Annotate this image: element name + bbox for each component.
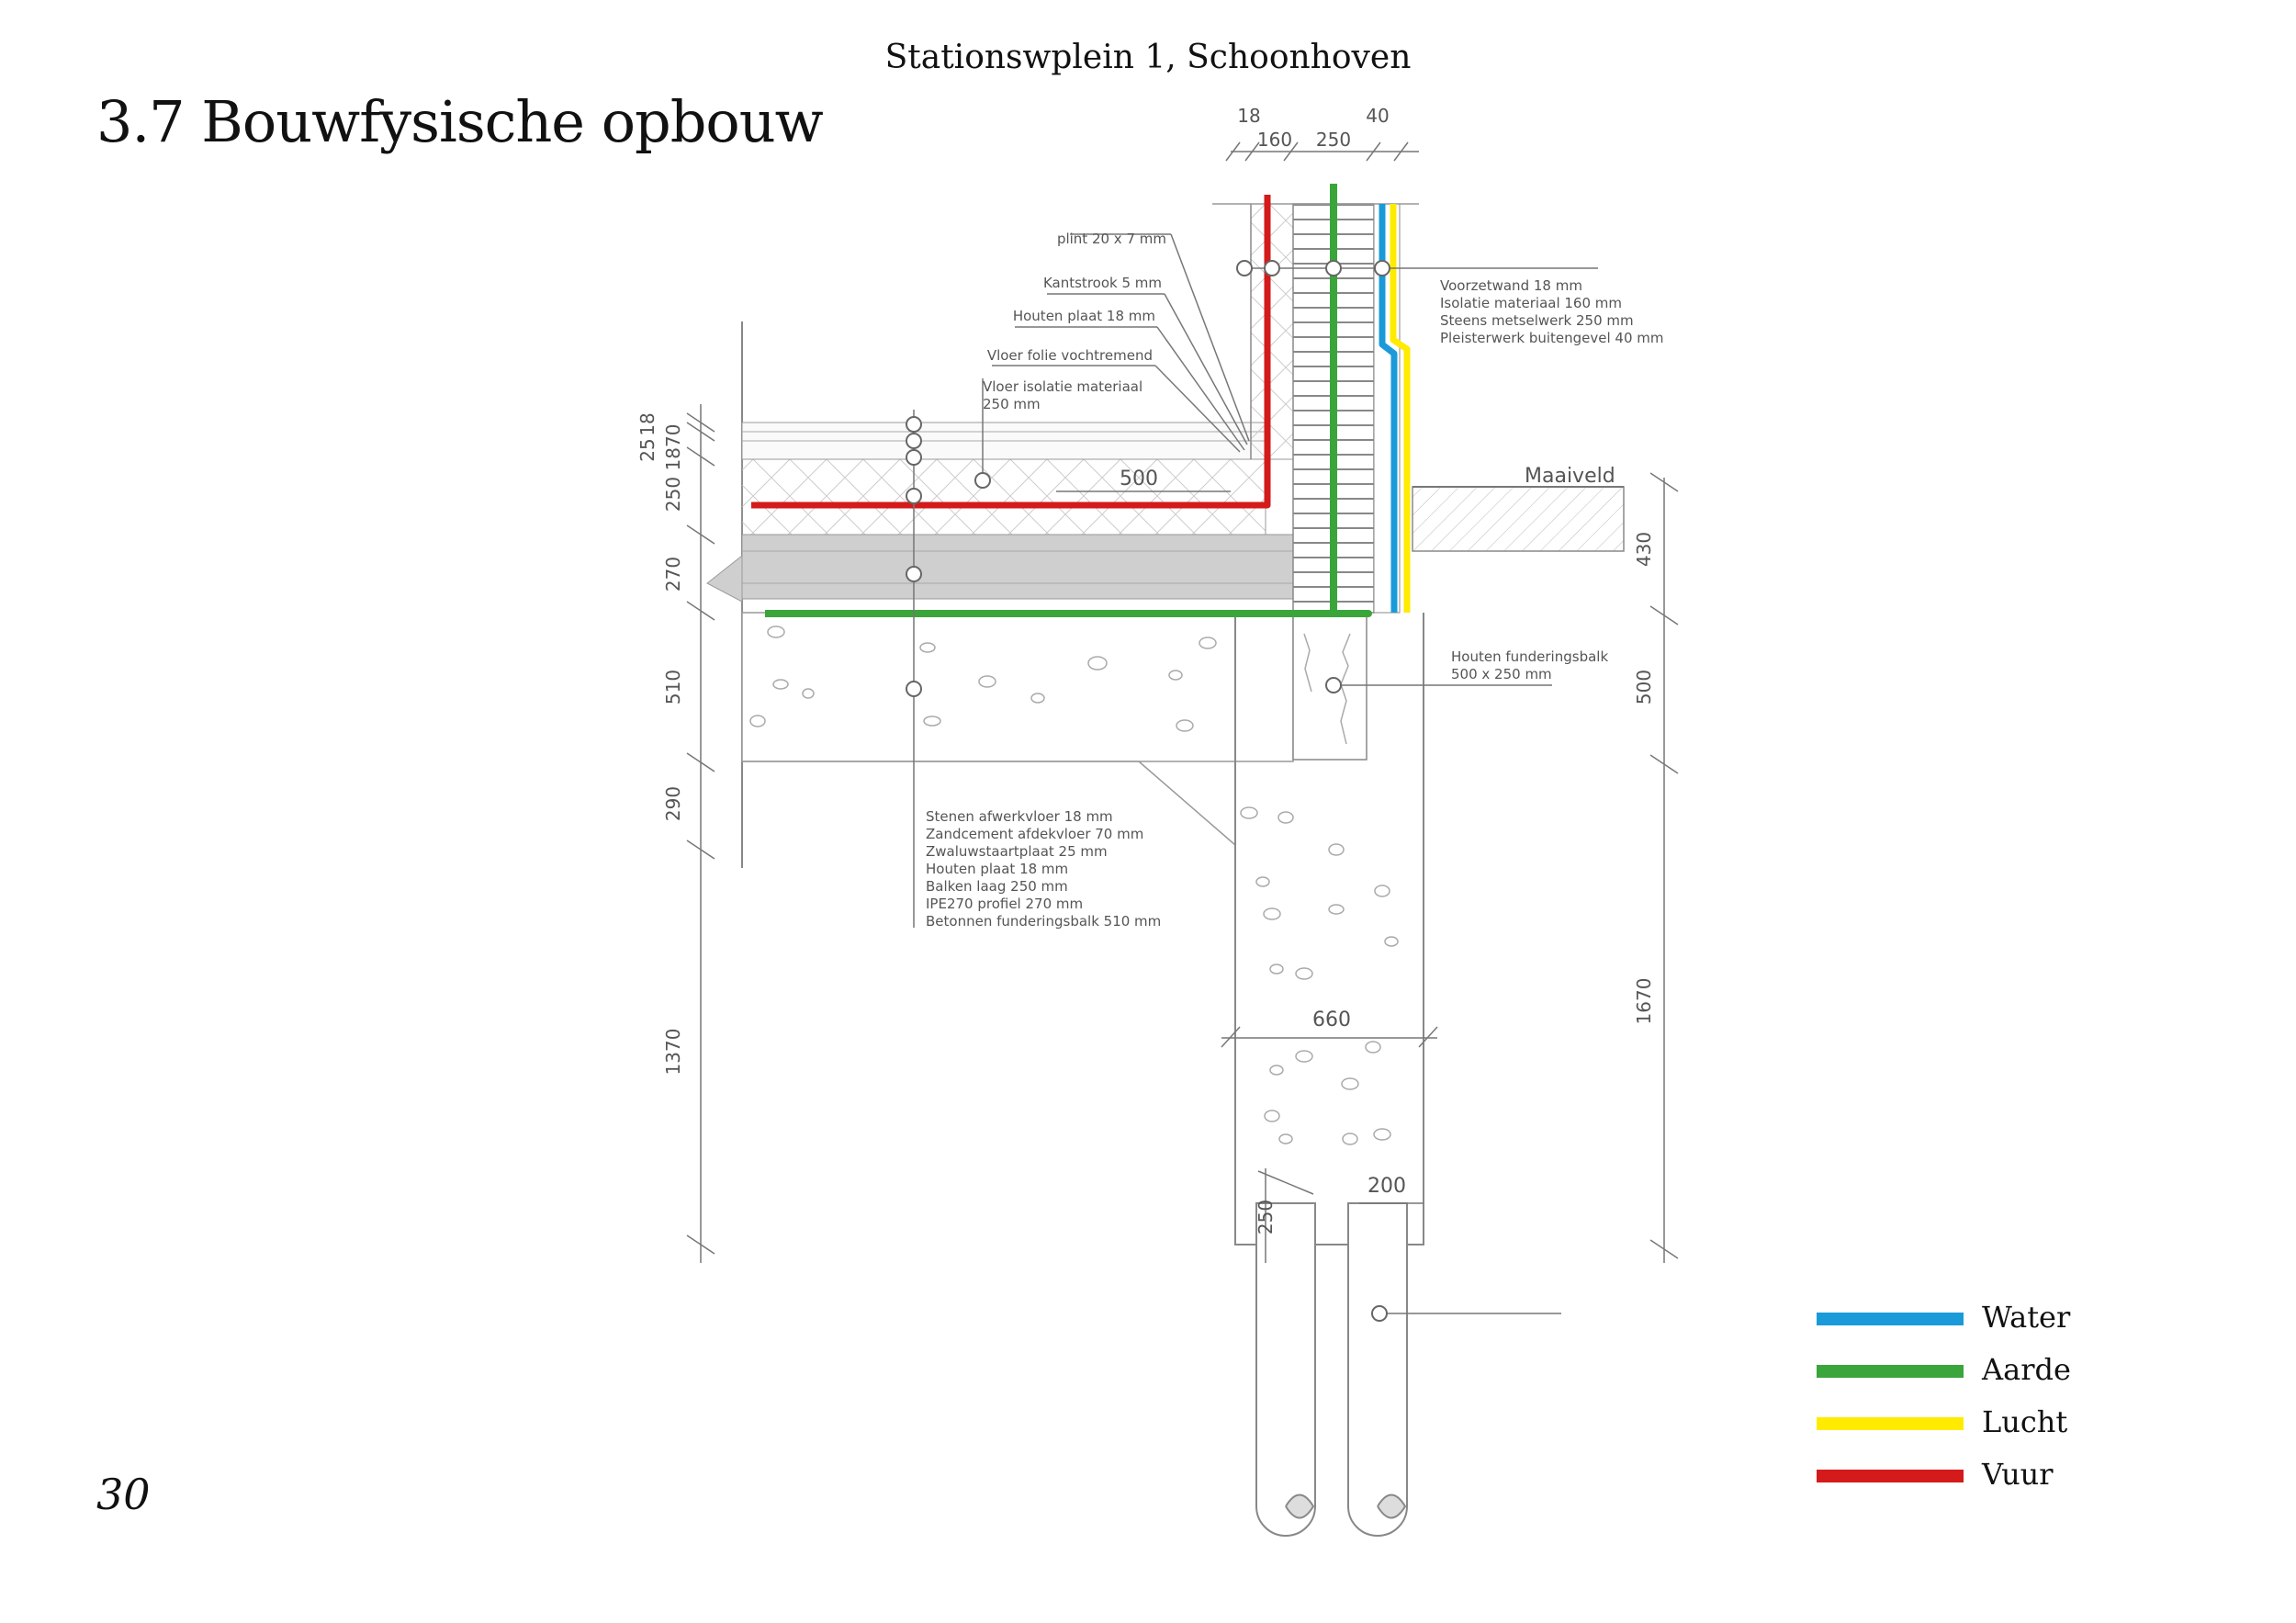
- aarde-line: [765, 184, 1372, 617]
- label-vloer-isolatie-2: 250 mm: [983, 396, 1041, 412]
- dim-foundation-width: 660: [1312, 1009, 1351, 1031]
- section-title: 3.7 Bouwfysische opbouw: [96, 88, 824, 155]
- label-foundation-beam: 500 x 250 mm: [1451, 666, 1552, 682]
- label-houten-plaat: Houten plaat 18 mm: [1013, 308, 1155, 324]
- dim-top-250: 250: [1316, 129, 1351, 151]
- reference-markers: [906, 260, 1390, 1322]
- dim-top-18: 18: [1237, 105, 1260, 127]
- dim-left-510: 510: [662, 670, 684, 704]
- document-header-title: Stationswplein 1, Schoonhoven: [884, 39, 1412, 76]
- legend-swatch: [1817, 1470, 1964, 1482]
- dim-left-25: 25: [636, 438, 658, 461]
- ground-level: [1412, 486, 1625, 552]
- label-floor-layer: Houten plaat 18 mm: [926, 861, 1068, 877]
- dim-left-250: 250: [662, 477, 684, 512]
- label-wall-layer: Voorzetwand 18 mm: [1440, 277, 1582, 294]
- label-kantstrook: Kantstrook 5 mm: [1043, 275, 1162, 291]
- label-floor-layer: IPE270 profiel 270 mm: [926, 896, 1083, 912]
- label-floor-layer: Balken laag 250 mm: [926, 878, 1068, 895]
- dim-left-18: 18: [636, 412, 658, 435]
- dim-pile-width: 200: [1367, 1175, 1406, 1198]
- legend-swatch: [1817, 1417, 1964, 1430]
- label-floor-layer: Betonnen funderingsbalk 510 mm: [926, 913, 1161, 930]
- page-number: 30: [96, 1470, 151, 1519]
- legend-label: Vuur: [1982, 1457, 2054, 1492]
- dim-top-160: 160: [1257, 129, 1292, 151]
- label-maaiveld: Maaiveld: [1525, 465, 1615, 488]
- label-floor-layer: Zwaluwstaartplaat 25 mm: [926, 843, 1108, 860]
- legend-label: Aarde: [1982, 1352, 2071, 1387]
- label-vloer-isolatie-1: Vloer isolatie materiaal: [983, 378, 1142, 395]
- dim-beam-500: 500: [1120, 468, 1158, 490]
- label-plint: plint 20 x 7 mm: [1057, 231, 1166, 247]
- dim-top-40: 40: [1366, 105, 1389, 127]
- label-floor-layer: Stenen afwerkvloer 18 mm: [926, 808, 1113, 825]
- foundation-piles: [1255, 1202, 1408, 1537]
- label-wall-layer: Steens metselwerk 250 mm: [1440, 312, 1634, 329]
- legend-label: Lucht: [1982, 1404, 2068, 1439]
- legend-swatch: [1817, 1313, 1964, 1325]
- label-wall-layer: Pleisterwerk buitengevel 40 mm: [1440, 330, 1664, 346]
- legend-swatch: [1817, 1365, 1964, 1378]
- dim-right-430: 430: [1633, 532, 1655, 567]
- concrete-texture: [749, 626, 1399, 1145]
- dim-right-1670: 1670: [1633, 978, 1655, 1025]
- annotation-labels: plint 20 x 7 mm Kantstrook 5 mm Houten p…: [926, 231, 1664, 930]
- lucht-line: [1390, 204, 1411, 613]
- dim-left-290: 290: [662, 786, 684, 821]
- dim-pile-height: 250: [1255, 1200, 1277, 1234]
- dim-right-500: 500: [1633, 670, 1655, 704]
- dimension-texts: 18 160 250 40 500 660 200 250 25 18 1870…: [636, 105, 1655, 1234]
- dimension-lines: [686, 141, 1679, 1263]
- label-foundation-beam: Houten funderingsbalk: [1451, 648, 1608, 665]
- vuur-line: [751, 195, 1271, 509]
- label-vloer-folie: Vloer folie vochtremend: [987, 347, 1153, 364]
- label-floor-layer: Zandcement afdekvloer 70 mm: [926, 826, 1143, 842]
- legend-label: Water: [1982, 1300, 2071, 1335]
- dim-left-1870: 1870: [662, 424, 684, 471]
- label-wall-layer: Isolatie materiaal 160 mm: [1440, 295, 1622, 311]
- dim-left-1370: 1370: [662, 1029, 684, 1076]
- floor-build-up: [706, 321, 1294, 868]
- dim-left-270: 270: [662, 557, 684, 592]
